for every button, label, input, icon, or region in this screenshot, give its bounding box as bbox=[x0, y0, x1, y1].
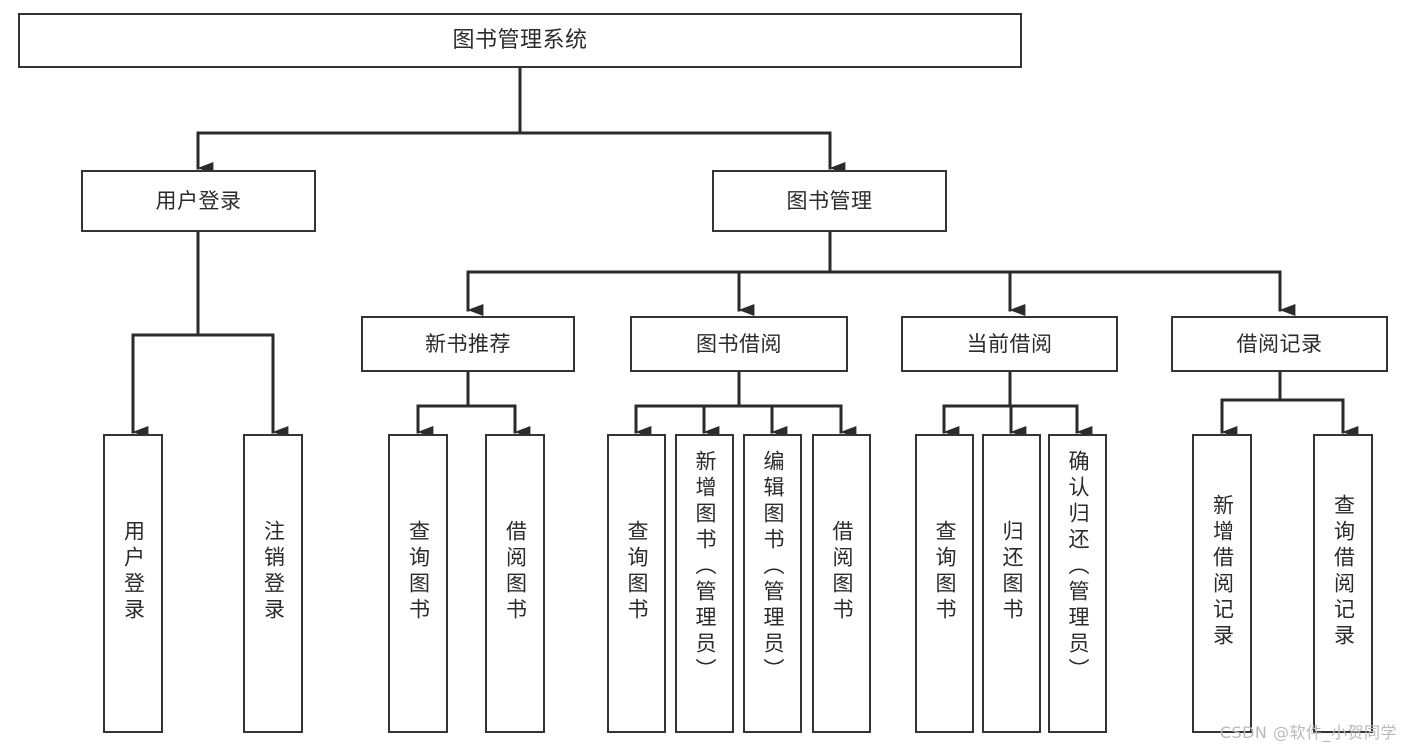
node-label: 查询借阅记录 bbox=[1331, 494, 1356, 650]
node-leaf-edit-book-admin[interactable]: 编辑图书（管理员） bbox=[743, 434, 802, 733]
node-leaf-query-book-borrow[interactable]: 查询图书 bbox=[607, 434, 666, 733]
node-label: 注销登录 bbox=[261, 520, 286, 624]
node-label: 当前借阅 bbox=[966, 331, 1053, 356]
node-label: 借阅图书 bbox=[503, 520, 528, 624]
node-leaf-query-book-recommend[interactable]: 查询图书 bbox=[388, 434, 448, 733]
node-label: 用户登录 bbox=[121, 520, 146, 624]
node-label: 新增图书（管理员） bbox=[693, 450, 717, 684]
node-label: 借阅记录 bbox=[1236, 331, 1323, 356]
node-leaf-borrow-book-recommend[interactable]: 借阅图书 bbox=[485, 434, 545, 733]
node-label: 新增借阅记录 bbox=[1210, 494, 1235, 650]
node-leaf-query-borrow-record[interactable]: 查询借阅记录 bbox=[1313, 434, 1373, 733]
node-root-book-management-system[interactable]: 图书管理系统 bbox=[18, 13, 1022, 68]
node-label: 用户登录 bbox=[155, 188, 242, 213]
node-label: 图书管理 bbox=[786, 188, 873, 213]
node-label: 查询图书 bbox=[406, 520, 431, 624]
node-leaf-add-borrow-record[interactable]: 新增借阅记录 bbox=[1192, 434, 1252, 733]
node-book-borrow[interactable]: 图书借阅 bbox=[630, 316, 848, 372]
node-leaf-confirm-return-admin[interactable]: 确认归还（管理员） bbox=[1048, 434, 1107, 733]
node-label: 确认归还（管理员） bbox=[1066, 450, 1090, 684]
node-label: 借阅图书 bbox=[830, 520, 854, 624]
node-leaf-return-book[interactable]: 归还图书 bbox=[982, 434, 1041, 733]
node-borrow-record[interactable]: 借阅记录 bbox=[1171, 316, 1388, 372]
node-book-management[interactable]: 图书管理 bbox=[712, 170, 947, 232]
node-label: 图书管理系统 bbox=[452, 27, 588, 53]
watermark-csdn: CSDN @软件_小贺同学 bbox=[1219, 723, 1397, 742]
node-label: 新书推荐 bbox=[425, 331, 511, 356]
node-label: 查询图书 bbox=[625, 520, 649, 624]
node-label: 图书借阅 bbox=[696, 331, 782, 356]
node-current-borrow[interactable]: 当前借阅 bbox=[901, 316, 1118, 372]
node-label: 查询图书 bbox=[933, 520, 957, 624]
node-user-login[interactable]: 用户登录 bbox=[81, 170, 316, 232]
node-leaf-add-book-admin[interactable]: 新增图书（管理员） bbox=[675, 434, 734, 733]
node-leaf-query-book-current[interactable]: 查询图书 bbox=[915, 434, 974, 733]
node-leaf-borrow-book[interactable]: 借阅图书 bbox=[812, 434, 871, 733]
node-label: 编辑图书（管理员） bbox=[761, 450, 785, 684]
node-new-book-recommend[interactable]: 新书推荐 bbox=[361, 316, 575, 372]
node-leaf-user-login[interactable]: 用户登录 bbox=[103, 434, 163, 733]
node-label: 归还图书 bbox=[1000, 520, 1024, 624]
node-leaf-user-logout[interactable]: 注销登录 bbox=[243, 434, 303, 733]
